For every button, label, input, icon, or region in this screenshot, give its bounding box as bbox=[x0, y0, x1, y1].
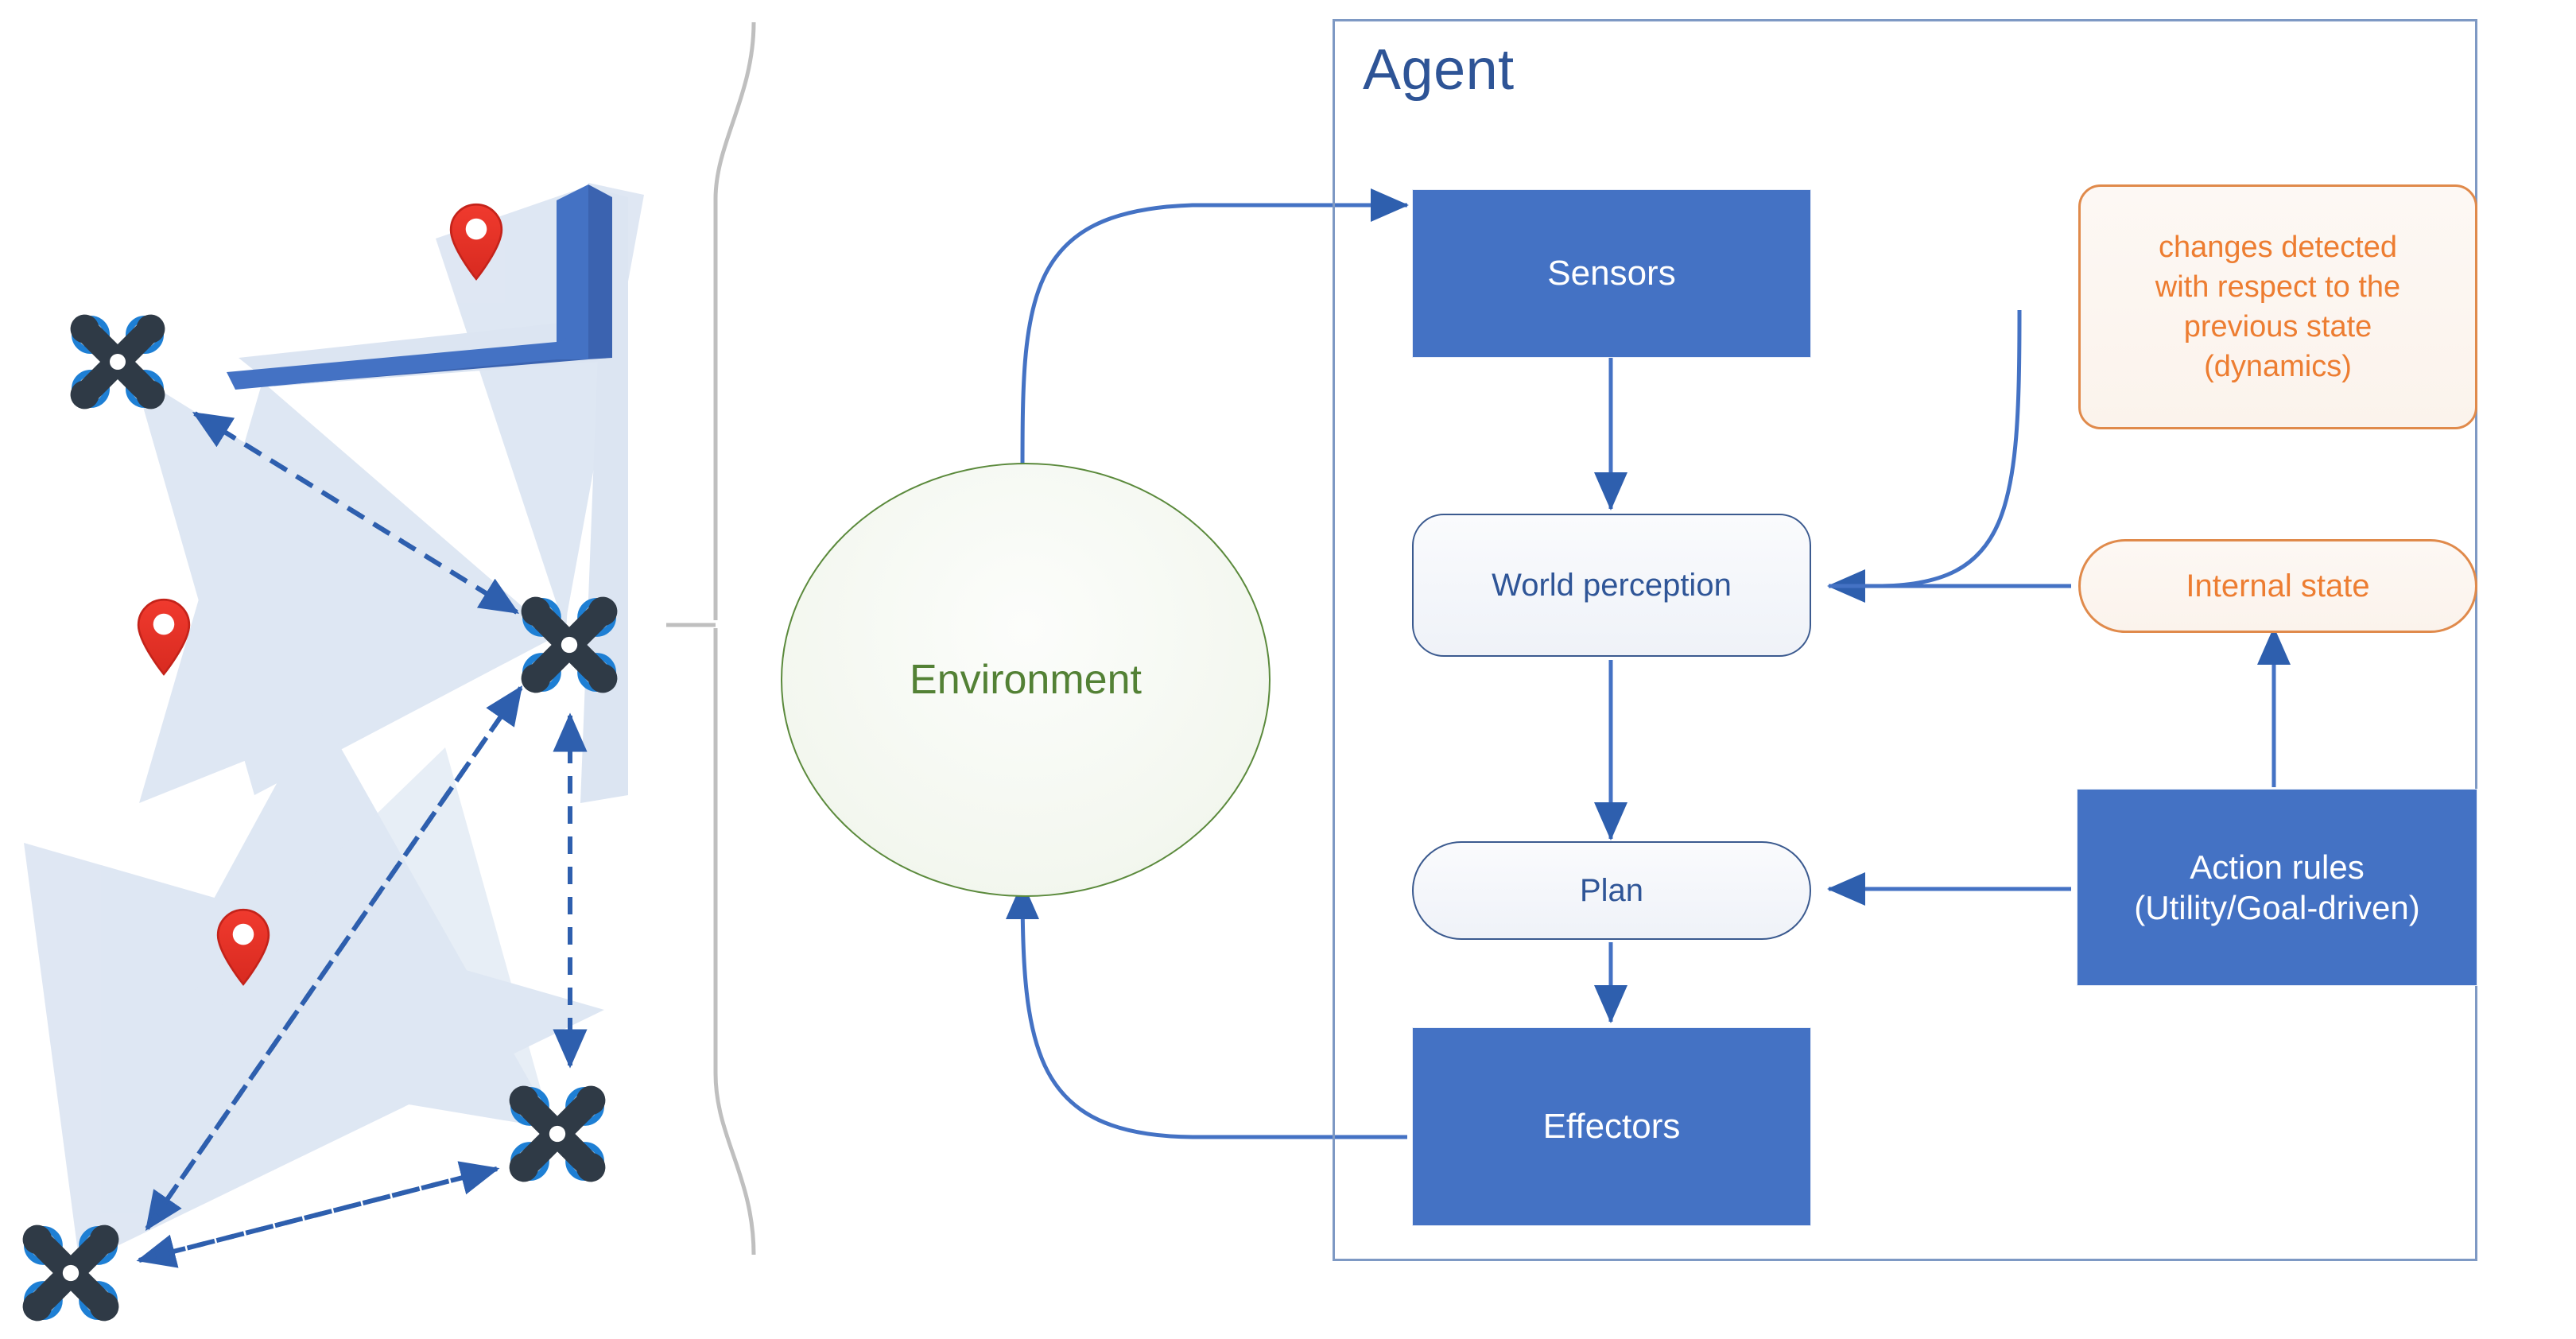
drone-link bbox=[138, 1161, 500, 1263]
curly-brace-divider bbox=[666, 21, 756, 1256]
action-rules-block[interactable]: Action rules (Utility/Goal-driven) bbox=[2077, 789, 2477, 986]
drone-link bbox=[145, 685, 523, 1230]
plan-block[interactable]: Plan bbox=[1412, 841, 1811, 940]
wall-obstacle bbox=[227, 184, 628, 803]
drone-icon bbox=[510, 1086, 606, 1182]
sensor-cone bbox=[436, 184, 592, 632]
internal-state-label: Internal state bbox=[2186, 568, 2370, 604]
changes-note-line-1: changes detected bbox=[2158, 230, 2397, 264]
environment-label: Environment bbox=[910, 657, 1142, 703]
arrow-effectors-to-env bbox=[1006, 880, 1407, 1139]
internal-state-block[interactable]: Internal state bbox=[2078, 539, 2477, 633]
sensors-label: Sensors bbox=[1547, 254, 1676, 293]
environment-node[interactable]: Environment bbox=[781, 463, 1271, 897]
drone-icon bbox=[23, 1225, 119, 1322]
changes-detected-note[interactable]: changes detected with respect to the pre… bbox=[2078, 184, 2477, 429]
sensor-cone-group bbox=[24, 183, 644, 1264]
action-rules-line-1: Action rules bbox=[2190, 848, 2365, 886]
changes-note-line-3: previous state bbox=[2183, 310, 2372, 343]
plan-label: Plan bbox=[1579, 872, 1644, 908]
sensor-cone bbox=[191, 747, 549, 1117]
world-perception-label: World perception bbox=[1492, 567, 1732, 603]
drone-icon bbox=[71, 315, 165, 409]
world-perception-block[interactable]: World perception bbox=[1412, 514, 1811, 657]
agent-frame bbox=[1333, 19, 2477, 1261]
effectors-label: Effectors bbox=[1542, 1107, 1681, 1147]
drone-link bbox=[193, 411, 520, 615]
drone-link-group bbox=[136, 411, 588, 1268]
effectors-block[interactable]: Effectors bbox=[1412, 1027, 1811, 1226]
changes-note-line-4: (dynamics) bbox=[2204, 350, 2352, 384]
sensors-block[interactable]: Sensors bbox=[1412, 189, 1811, 358]
action-rules-line-2: (Utility/Goal-driven) bbox=[2134, 889, 2420, 926]
arrow-changes-note-to-world-perception bbox=[1829, 309, 2022, 588]
sensor-cone bbox=[139, 382, 557, 803]
drone-link bbox=[145, 686, 523, 1231]
changes-note-line-2: with respect to the bbox=[2155, 270, 2401, 304]
arrow-env-to-sensors bbox=[1020, 188, 1410, 478]
agent-title: Agent bbox=[1363, 38, 1515, 102]
